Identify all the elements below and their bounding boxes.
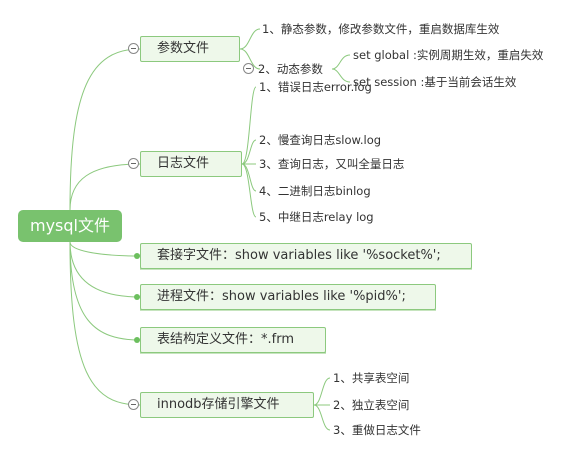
edge-root-param: [69, 48, 141, 211]
collapse-innodb-icon[interactable]: [128, 399, 139, 410]
edge-log-2: [241, 139, 257, 165]
leaf-set-session[interactable]: set session :基于当前会话生效: [353, 75, 517, 89]
node-param-file[interactable]: 参数文件: [140, 36, 240, 62]
edge-root-innodb: [69, 241, 141, 406]
collapse-param-icon[interactable]: [128, 43, 139, 54]
leaf-log-slow[interactable]: 2、慢查询日志slow.log: [259, 133, 382, 147]
leaf-innodb-file-per-table[interactable]: 2、独立表空间: [333, 398, 410, 412]
edge-param-static: [239, 28, 261, 50]
edge-root-socket: [69, 241, 141, 257]
frm-dot-icon: [134, 337, 140, 343]
edge-dynamic-global: [331, 54, 351, 70]
node-pid-file[interactable]: 进程文件：show variables like '%pid%';: [140, 284, 436, 310]
edge-root-log: [69, 163, 141, 211]
edge-root-pid: [69, 241, 141, 298]
leaf-set-global[interactable]: set global :实例周期生效，重启失效: [353, 48, 544, 62]
collapse-dynamic-icon[interactable]: [243, 63, 254, 74]
leaf-static-param[interactable]: 1、静态参数，修改参数文件，重启数据库生效: [262, 22, 500, 36]
pid-dot-icon: [134, 294, 140, 300]
edge-innodb-1: [313, 377, 331, 406]
edge-root-frm: [69, 241, 141, 341]
node-frm-file[interactable]: 表结构定义文件：*.frm: [140, 327, 326, 353]
socket-dot-icon: [134, 253, 140, 259]
root-node[interactable]: mysql文件: [18, 210, 122, 242]
leaf-log-error[interactable]: 1、错误日志error.log: [259, 80, 372, 94]
collapse-log-icon[interactable]: [128, 158, 139, 169]
leaf-log-general[interactable]: 3、查询日志，又叫全量日志: [259, 157, 405, 171]
edge-log-5: [241, 163, 257, 218]
leaf-log-relay[interactable]: 5、中继日志relay log: [259, 210, 374, 224]
edge-log-1: [241, 86, 257, 165]
node-socket-file[interactable]: 套接字文件：show variables like '%socket%';: [140, 243, 472, 269]
leaf-dynamic-param[interactable]: 2、动态参数: [258, 62, 323, 76]
edge-innodb-3: [313, 404, 331, 431]
edge-param-dynamic: [239, 48, 261, 70]
edge-dynamic-session: [331, 68, 351, 83]
node-innodb-file[interactable]: innodb存储引擎文件: [140, 392, 314, 418]
leaf-log-binlog[interactable]: 4、二进制日志binlog: [259, 184, 371, 198]
leaf-innodb-redo[interactable]: 3、重做日志文件: [333, 423, 421, 437]
leaf-innodb-shared[interactable]: 1、共享表空间: [333, 371, 410, 385]
node-log-file[interactable]: 日志文件: [140, 151, 242, 177]
